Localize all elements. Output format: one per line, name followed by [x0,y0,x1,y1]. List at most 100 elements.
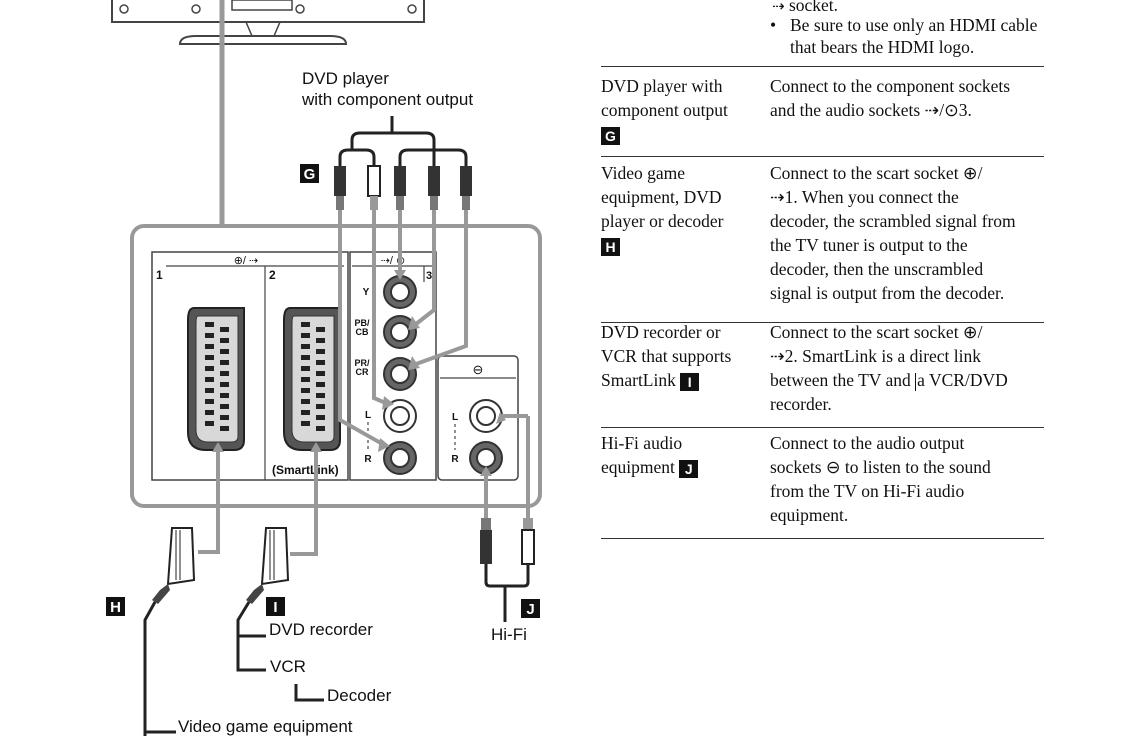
svg-text:J: J [526,601,534,618]
device-cell: Video game equipment, DVD player or deco… [601,163,724,256]
scart-plug-i [236,527,324,702]
label-y: Y [363,287,370,298]
audio-out-panel: ⊖ L R [437,355,519,481]
hdmi-note-line-2: that bears the HDMI logo. [790,37,975,57]
scart-pin [205,322,214,327]
scart-pin [301,399,310,404]
scart-socket-2 [283,307,341,451]
scart-pin [316,382,325,387]
label-smartlink: (SmartLink) [272,463,339,477]
scart-plug-h [143,527,196,736]
scart-pin [220,415,229,420]
label-vcr: VCR [270,657,306,676]
badge-g: G [601,126,620,145]
scart-pin [301,366,310,371]
label-component-3: 3 [426,270,432,282]
table-row: Hi-Fi audio equipment J Connect to the a… [601,427,1044,539]
badge-i: I [680,372,700,391]
hifi-cables [480,414,535,622]
label-decoder: Decoder [327,686,392,705]
table-row: DVD recorder or VCR that supports SmartL… [601,322,1044,428]
badge-g [300,164,319,183]
description-cell: Connect to the component sockets and the… [770,76,1011,120]
label-scart-1: 1 [156,268,163,282]
svg-text:I: I [273,599,277,616]
table-row: Video game equipment, DVD player or deco… [601,156,1044,323]
scart-pin [316,327,325,332]
label-out-l: L [452,412,458,423]
scart-pin [205,355,214,360]
scart-pin [316,360,325,365]
scart-cables [198,450,318,556]
text-cursor [915,372,917,391]
tv-set-bottom [111,0,425,45]
label-l: L [365,410,371,421]
label-scart-2: 2 [269,268,276,282]
badge-j [521,599,540,618]
badge-j: J [679,459,699,478]
label-r: R [364,454,372,465]
badge-h: H [601,237,620,256]
scart-pin [220,327,229,332]
scart-pin [301,322,310,327]
description-cell: Connect to the audio output sockets ⊖ to… [770,433,991,525]
scart-pin [301,355,310,360]
scart-pin [316,426,325,431]
label-dvd-recorder: DVD recorder [269,620,373,639]
label-hifi: Hi-Fi [491,625,527,644]
scart-pin [220,393,229,398]
scart-pin [316,393,325,398]
scart-pin [205,388,214,393]
label-pb: PB/ [354,318,370,328]
scart-pin [301,388,310,393]
scart-pin [301,377,310,382]
description-cell: Connect to the scart socket ⊕/ ⇢2. Smart… [770,322,1008,414]
cable-arrowheads [378,270,506,452]
scart-pin [220,382,229,387]
badge-h [106,597,125,616]
label-out-r: R [451,454,459,465]
hdmi-note-line-1: Be sure to use only an HDMI cable [790,15,1038,35]
badge-i [266,597,285,616]
component-cable-harness [338,116,468,166]
device-cell: DVD player with component output G [601,76,728,145]
label-pr: PR/ [354,358,370,368]
scart-pin [316,415,325,420]
scart-pin [316,404,325,409]
label-video-game-equipment: Video game equipment [178,717,353,736]
scart-pin [220,360,229,365]
scart-pin [220,349,229,354]
scart-pin [205,344,214,349]
label-with-component-output: with component output [301,90,473,109]
connection-diagram: DVD player with component output G ⊕/ ⇢ … [106,0,542,736]
scart-pin [301,421,310,426]
label-cb: CB [356,327,369,337]
scart-pin [205,377,214,382]
scart-pin [316,349,325,354]
scart-socket-1 [187,307,245,451]
scart-pin [220,371,229,376]
scart-pin [316,371,325,376]
table-divider [601,66,1044,67]
scart-pin [205,399,214,404]
scart-pin [205,421,214,426]
scart-pin [316,338,325,343]
scart-pin [301,333,310,338]
scart-pin [301,344,310,349]
socket-continuation: ⇢ socket. [772,0,838,17]
scart-pin [220,426,229,431]
scart-pin [205,333,214,338]
svg-text:H: H [110,599,121,616]
rca-plugs-component [334,165,472,210]
device-cell: Hi-Fi audio equipment J [601,431,761,479]
scart-header-symbol: ⊕/ ⇢ [234,255,259,267]
bullet-mark: • [770,15,777,35]
description-cell: Connect to the scart socket ⊕/ ⇢1. When … [770,163,1016,303]
scart-pin [220,338,229,343]
scart-pin [220,404,229,409]
label-dvd-player: DVD player [302,69,389,88]
scart-pin [205,366,214,371]
label-cr: CR [356,367,369,377]
scart-pin [301,410,310,415]
device-cell: DVD recorder or VCR that supports SmartL… [601,322,732,391]
